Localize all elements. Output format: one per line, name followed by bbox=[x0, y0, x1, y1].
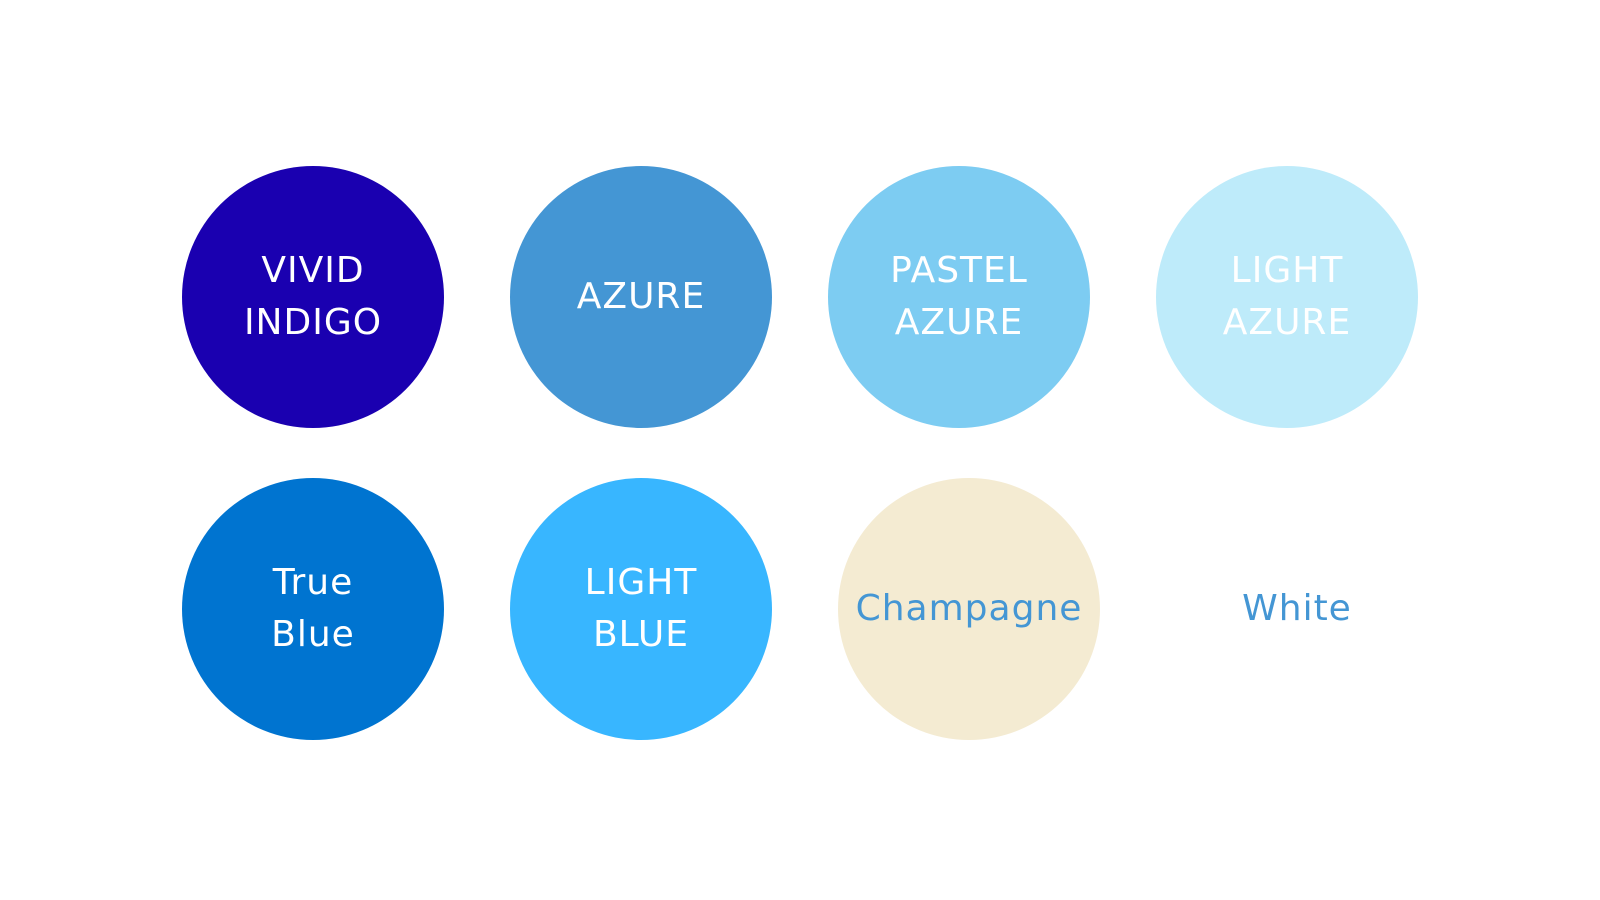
swatch-label-line: INDIGO bbox=[243, 302, 383, 343]
swatch-white: White bbox=[1166, 478, 1428, 740]
swatch-label-line: PASTEL bbox=[890, 250, 1028, 291]
swatch-label-line: LIGHT bbox=[584, 562, 698, 603]
swatch-label-line: LIGHT bbox=[1230, 250, 1344, 291]
swatch-label-line: Blue bbox=[271, 614, 355, 655]
swatch-label-line: AZURE bbox=[1222, 302, 1352, 343]
swatch-light-blue: LIGHT BLUE bbox=[510, 478, 772, 740]
swatch-label-line: VIVID bbox=[261, 250, 365, 291]
swatch-label-line: True bbox=[272, 562, 354, 603]
swatch-light-azure: LIGHT AZURE bbox=[1156, 166, 1418, 428]
swatch-label-line: White bbox=[1242, 588, 1352, 629]
swatch-vivid-indigo: VIVID INDIGO bbox=[182, 166, 444, 428]
swatch-true-blue: True Blue bbox=[182, 478, 444, 740]
swatch-champagne: Champagne bbox=[838, 478, 1100, 740]
swatch-azure: AZURE bbox=[510, 166, 772, 428]
swatch-label-line: AZURE bbox=[894, 302, 1024, 343]
swatch-label-line: Champagne bbox=[855, 588, 1083, 629]
swatch-label-line: BLUE bbox=[592, 614, 690, 655]
swatch-label-line: AZURE bbox=[576, 276, 706, 317]
swatch-pastel-azure: PASTEL AZURE bbox=[828, 166, 1090, 428]
